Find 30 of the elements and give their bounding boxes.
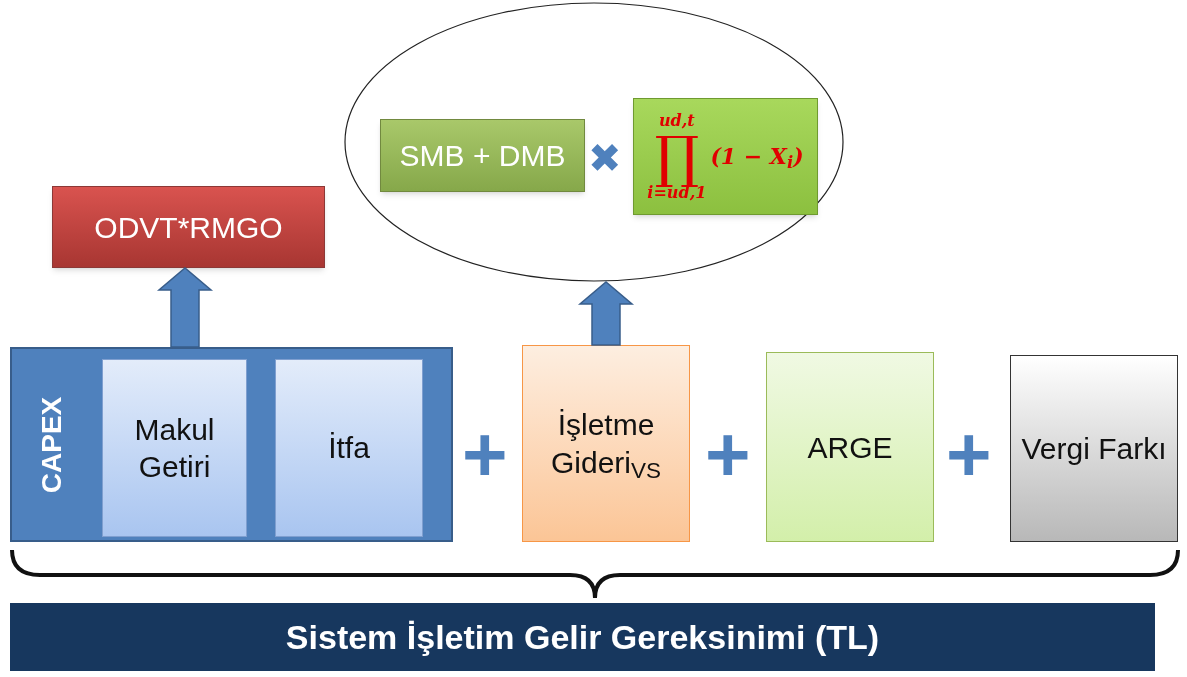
node-text: ud,t	[658, 112, 695, 129]
node-text: ∏	[654, 128, 700, 185]
block-arrow	[577, 281, 635, 346]
node-text: ARGE	[807, 429, 893, 466]
cost-box	[522, 345, 690, 542]
ellipse	[344, 2, 844, 282]
node-text: i=ud,1	[647, 184, 707, 201]
node-text: Sistem İşletim Gelir Gereksinimi (TL)	[285, 616, 880, 658]
cost-box	[766, 352, 934, 542]
node-text: İşletme Gideri$_{VS}$	[549, 407, 662, 481]
capex-panel	[10, 347, 453, 542]
block-arrow	[156, 267, 214, 348]
formula-box	[52, 186, 325, 268]
plus-sign: +	[946, 415, 992, 493]
cost-box	[275, 359, 423, 537]
node-text: Makul Getiri	[133, 411, 216, 485]
node-text: CAPEX	[35, 396, 68, 493]
node-text: SMB + DMB	[399, 138, 566, 174]
node-text: İtfa	[328, 430, 370, 467]
node-text: Vergi Farkı	[1021, 430, 1167, 467]
node-text: ODVT*RMGO	[94, 209, 283, 246]
cost-box	[102, 359, 247, 537]
formula-box	[380, 119, 585, 192]
cost-box	[1010, 355, 1178, 542]
formula-box	[633, 98, 818, 215]
plus-sign: +	[462, 415, 508, 493]
title-band	[10, 603, 1155, 671]
node-text: (1 − X$_{i}$)	[710, 142, 804, 173]
multiply-sign: ✖	[588, 138, 622, 178]
plus-sign: +	[705, 415, 751, 493]
